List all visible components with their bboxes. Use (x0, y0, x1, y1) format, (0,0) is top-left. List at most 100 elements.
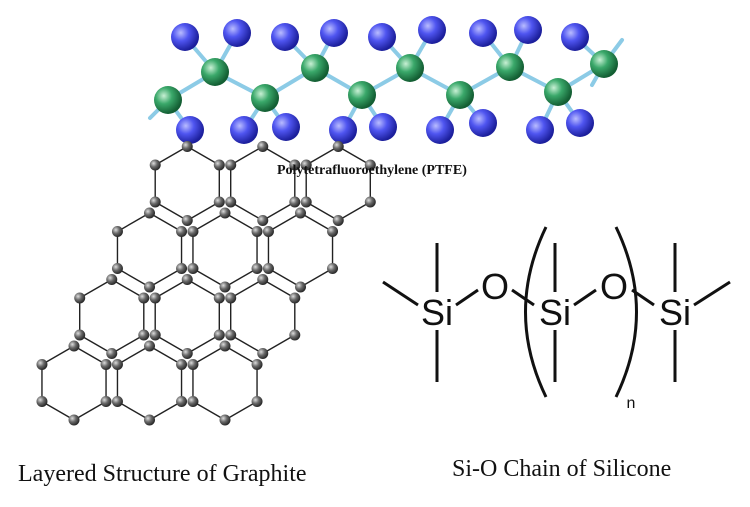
graphite-bond (149, 212, 182, 233)
graphite-carbon-atom (251, 263, 263, 274)
graphite-bond (300, 267, 333, 288)
graphite-carbon-atom (187, 396, 199, 407)
graphite-bond (300, 212, 333, 233)
graphite-bond (154, 201, 188, 222)
ptfe-carbon-atom (496, 53, 524, 81)
graphite-carbon-atom (74, 329, 86, 341)
graphite-bond (262, 201, 296, 222)
graphite-carbon-atom (257, 348, 269, 359)
graphite-carbon-atom (225, 159, 237, 171)
si3-label: Si (659, 292, 691, 333)
ptfe-fluorine-atom (469, 19, 497, 47)
ptfe-atoms (154, 16, 618, 144)
ptfe-fluorine-atom (514, 16, 542, 44)
graphite-carbon-atom (68, 340, 80, 352)
graphite-carbon-atom (219, 414, 231, 426)
graphite-bond (117, 400, 150, 421)
ptfe-carbon-atom (446, 81, 474, 109)
ptfe-carbon-atom (154, 86, 182, 114)
graphite-carbon-atom (251, 359, 263, 370)
ptfe-carbon-atom (348, 81, 376, 109)
graphite-carbon-atom (219, 281, 231, 293)
graphite-carbon-atom (149, 292, 161, 304)
graphite-bonds (41, 145, 371, 421)
graphite-bond (230, 278, 264, 299)
graphite-carbon-atom (74, 292, 86, 304)
graphite-carbon-atom (289, 329, 301, 341)
graphite-carbon-atom (327, 263, 339, 274)
graphite-carbon-atom (213, 292, 225, 304)
graphite-carbon-atom (364, 159, 376, 171)
ptfe-fluorine-atom (469, 109, 497, 137)
ptfe-carbon-atom (201, 58, 229, 86)
graphite-carbon-atom (181, 215, 193, 226)
graphite-bond (305, 145, 339, 166)
graphite-carbon-atom (213, 196, 225, 208)
graphite-carbon-atom (213, 329, 225, 341)
ptfe-fluorine-atom (320, 19, 348, 47)
graphite-bond (149, 267, 182, 288)
graphite-atoms (36, 141, 376, 426)
graphite-bond (111, 278, 145, 299)
graphite-carbon-atom (181, 141, 193, 152)
graphite-carbon-atom (289, 196, 301, 208)
graphite-carbon-atom (332, 141, 344, 152)
graphite-bond (117, 267, 150, 288)
graphite-bond (224, 212, 258, 233)
graphite-bond (192, 400, 226, 421)
graphite-carbon-atom (262, 226, 274, 237)
graphite-carbon-atom (289, 292, 301, 304)
graphite-carbon-atom (251, 396, 263, 407)
graphite-carbon-atom (327, 226, 339, 237)
graphite-bond (117, 212, 150, 233)
graphite-carbon-atom (149, 159, 161, 171)
graphite-bond (230, 145, 264, 166)
graphite-carbon-atom (176, 263, 188, 274)
repeat-bracket-right (614, 226, 638, 398)
graphite-carbon-atom (332, 215, 344, 226)
graphite-bond (117, 345, 150, 366)
si1-bond-left (382, 280, 419, 307)
graphite-bond (230, 201, 264, 222)
graphite-carbon-atom (251, 226, 263, 237)
graphite-bond (230, 334, 264, 355)
graphite-carbon-atom (219, 340, 231, 352)
graphite-carbon-atom (225, 196, 237, 208)
graphite-carbon-atom (176, 396, 188, 407)
o2-label: O (600, 266, 628, 307)
graphite-bond (41, 345, 75, 366)
silicone-structural-formula (382, 226, 731, 398)
graphite-carbon-atom (295, 281, 306, 293)
graphite-carbon-atom (36, 396, 48, 407)
graphite-bond (224, 267, 258, 288)
graphite-carbon-atom (111, 396, 123, 407)
graphite-bond (262, 334, 296, 355)
graphite-carbon-atom (289, 159, 301, 171)
o1-bond-si2 (511, 288, 535, 307)
graphite-carbon-atom (176, 359, 188, 370)
graphite-carbon-atom (219, 207, 231, 219)
ptfe-fluorine-atom (230, 116, 258, 144)
graphite-carbon-atom (257, 274, 269, 285)
graphite-bond (186, 201, 220, 222)
graphite-bond (192, 212, 226, 233)
graphite-carbon-atom (100, 359, 112, 370)
graphite-carbon-atom (144, 207, 155, 219)
graphite-bond (262, 278, 296, 299)
graphite-carbon-atom (144, 281, 155, 293)
ptfe-carbon-atom (544, 78, 572, 106)
graphite-carbon-atom (262, 263, 274, 274)
ptfe-fluorine-atom (526, 116, 554, 144)
graphite-bond (111, 334, 145, 355)
graphite-carbon-atom (300, 196, 312, 208)
graphite-carbon-atom (111, 226, 123, 237)
silicone-atom-labels: Si O Si O Si n (421, 266, 691, 412)
graphite-carbon-atom (187, 263, 199, 274)
ptfe-fluorine-atom (271, 23, 299, 51)
graphite-carbon-atom (144, 340, 155, 352)
repeat-bracket-left (524, 226, 548, 398)
graphite-carbon-atom (257, 215, 269, 226)
graphite-bond (79, 334, 113, 355)
graphite-carbon-atom (181, 348, 193, 359)
